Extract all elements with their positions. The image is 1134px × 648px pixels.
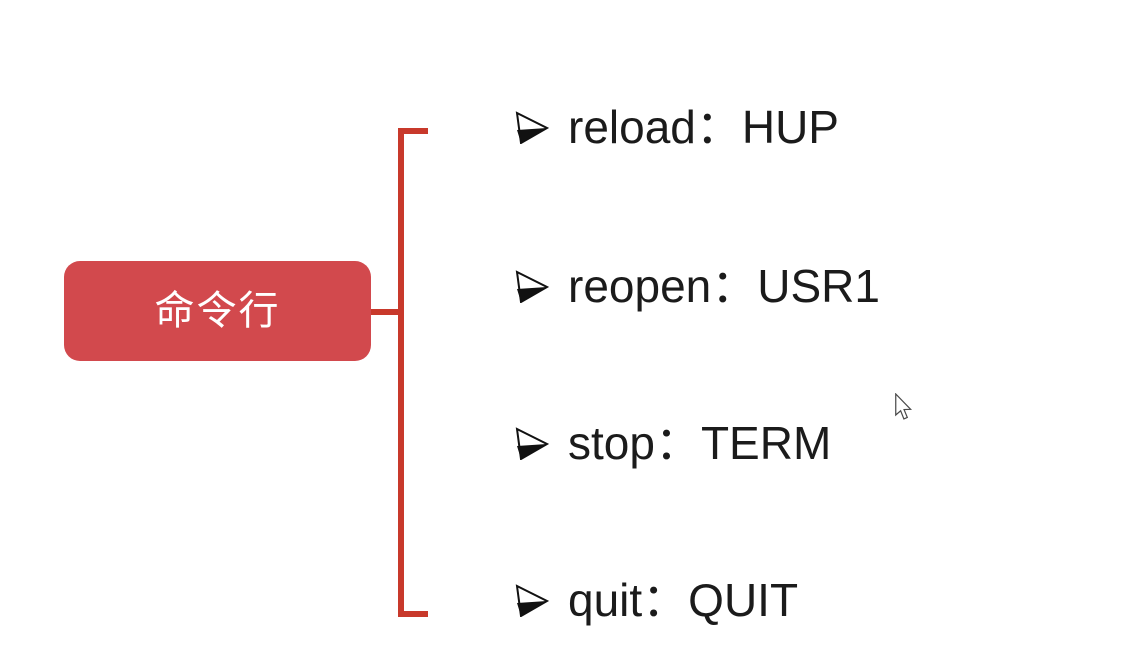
mouse-cursor-icon — [895, 393, 913, 420]
topic-box[interactable]: 命令行 — [64, 261, 371, 361]
list-item-label: reload：HUP — [568, 101, 839, 153]
bracket-vertical-line — [398, 128, 404, 617]
arrowhead-bullet-icon — [513, 110, 549, 144]
list-item-label: reopen：USR1 — [568, 260, 880, 312]
arrowhead-bullet-icon — [513, 583, 549, 617]
arrowhead-bullet-icon — [513, 269, 549, 303]
arrowhead-bullet-icon — [513, 426, 549, 460]
bracket-top-tick — [398, 128, 428, 134]
list-item: reopen：USR1 — [513, 258, 880, 314]
topic-connector-line — [371, 309, 404, 315]
list-item-label: stop：TERM — [568, 417, 832, 469]
list-item: reload：HUP — [513, 99, 839, 155]
list-item-label: quit：QUIT — [568, 574, 799, 626]
topic-label: 命令行 — [154, 289, 281, 333]
list-item: stop：TERM — [513, 415, 831, 471]
list-item: quit：QUIT — [513, 572, 798, 628]
bracket-bottom-tick — [398, 611, 428, 617]
